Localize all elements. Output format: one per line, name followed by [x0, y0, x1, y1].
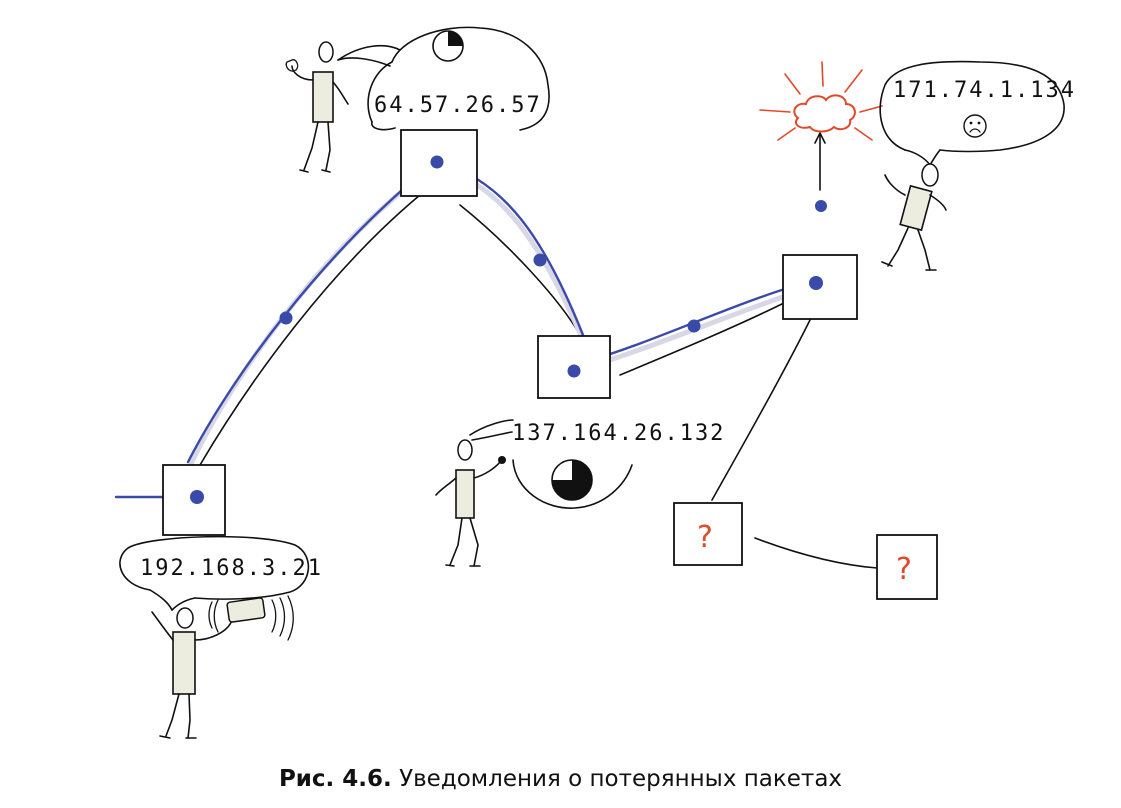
- operator-figure-1: [285, 41, 349, 173]
- explosion-cloud-icon: [759, 61, 883, 141]
- packets: [190, 155, 827, 504]
- packet-dot: [190, 490, 204, 504]
- phone-icon: [208, 595, 294, 641]
- packet-dot: [809, 276, 823, 290]
- pie-clock-icon: [551, 459, 593, 501]
- operator-figure-4: [881, 163, 947, 271]
- unknown-node-2: ?: [876, 534, 938, 600]
- operator-figure-2: [435, 439, 506, 567]
- bubble-171-74-1-134: 171.74.1.134: [879, 60, 1076, 166]
- packet-dot: [815, 200, 827, 212]
- network-links: [199, 194, 878, 569]
- bubble-137-164-26-132: 137.164.26.132: [469, 419, 725, 509]
- packet-dot: [567, 364, 581, 378]
- router-ip-label: 64.57.26.57: [374, 93, 542, 118]
- unknown-node-1: ?: [673, 502, 743, 566]
- packet-dot: [279, 311, 293, 325]
- bubble-64-57-26-57: 64.57.26.57: [337, 26, 550, 131]
- router-ip-label: 171.74.1.134: [893, 78, 1076, 103]
- question-mark: ?: [896, 552, 912, 587]
- pie-clock-icon: [432, 30, 464, 62]
- figure-caption: Рис. 4.6. Уведомления о потерянных пакет…: [0, 766, 1121, 792]
- router-ip-label: 137.164.26.132: [512, 421, 725, 446]
- sad-face-icon: [963, 114, 987, 138]
- packet-dot: [430, 155, 444, 169]
- figure-label: Рис. 4.6.: [278, 766, 392, 792]
- packet-dot: [533, 253, 547, 267]
- packet-dot: [687, 319, 701, 333]
- figure-caption-text: Уведомления о потерянных пакетах: [399, 766, 843, 792]
- bubble-192-168-3-21: 192.168.3.21: [119, 535, 323, 611]
- operator-figure-3: [151, 595, 294, 739]
- router-ip-label: 192.168.3.21: [140, 556, 323, 581]
- question-mark: ?: [697, 520, 713, 555]
